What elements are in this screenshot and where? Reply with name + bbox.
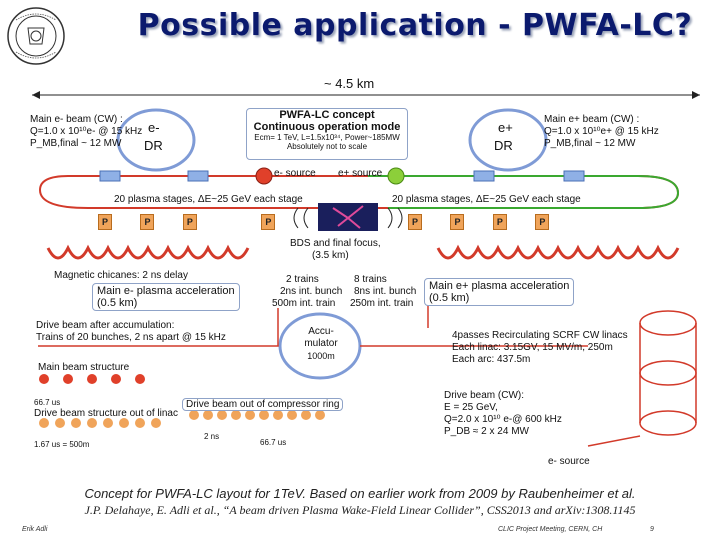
trains-right-2: 8ns int. bunch [354, 286, 417, 297]
e-minus-source-label: e- source [274, 168, 316, 179]
linac-label-3: Each arc: 437.5m [452, 354, 531, 365]
concept-box: PWFA-LC concept Continuous operation mod… [246, 108, 408, 160]
drive-accum-label-2: Trains of 20 bunches, 2 ns apart @ 15 kH… [36, 332, 226, 343]
drive-out-linac-label: Drive beam structure out of linac [34, 408, 178, 419]
pwfa-lc-layout-diagram: ~ 4.5 km PWFA-LC concept Continuous oper… [28, 68, 704, 476]
left-dr-label-1: e- [148, 120, 160, 135]
chicanes-label: Magnetic chicanes: 2 ns delay [54, 270, 188, 281]
left-stages-label: 20 plasma stages, ΔE~25 GeV each stage [114, 194, 303, 205]
left-main-beam-3: P_MB,final ~ 12 MW [30, 138, 122, 149]
trains-right-3: 250m int. train [350, 298, 414, 309]
linac-label-2: Each linac: 3.15GV, 15 MV/m, 250m [452, 342, 613, 353]
left-plasma-stages: P P P P [98, 212, 276, 230]
diagram-graphics [32, 91, 700, 447]
left-chicanes [46, 244, 250, 260]
slide-title: Possible application - PWFA-LC? [137, 8, 693, 43]
left-accel-box: Main e- plasma acceleration (0.5 km) [92, 283, 240, 311]
e-source-bottom-label: e- source [548, 456, 590, 467]
drive-out-compressor-label: Drive beam out of compressor ring [182, 398, 344, 411]
left-main-beam-1: Main e- beam (CW) : [30, 114, 123, 125]
left-main-beam-2: Q=1.0 x 10¹⁰e- @ 15 kHz [30, 126, 143, 137]
right-stages-label: 20 plasma stages, ΔE~25 GeV each stage [392, 194, 581, 205]
footer-meeting: CLIC Project Meeting, CERN, CH [498, 526, 603, 533]
drive-beam-compressor-dots [189, 410, 325, 420]
right-plasma-stages: P P P P [408, 212, 550, 230]
right-main-beam-1: Main e+ beam (CW) : [544, 114, 640, 125]
right-dr-label-2: DR [494, 138, 513, 153]
compressor-period: 66.7 us [260, 438, 287, 447]
compressor-spacing: 2 ns [204, 432, 220, 441]
right-main-beam-2: Q=1.0 x 10¹⁰e+ @ 15 kHz [544, 126, 659, 137]
right-main-beam-3: P_MB,final ~ 12 MW [544, 138, 636, 149]
length-label: ~ 4.5 km [324, 76, 375, 91]
drive-beam-label-2: E = 25 GeV, [444, 402, 498, 413]
slide-caption: Concept for PWFA-LC layout for 1TeV. Bas… [84, 486, 636, 501]
trains-left-1: 2 trains [286, 274, 319, 285]
accumulator-label-1: Accu- [308, 326, 334, 337]
e-minus-damping-ring [116, 108, 196, 172]
main-structure-time: 66.7 us [34, 398, 61, 407]
trains-left-3: 500m int. train [272, 298, 336, 309]
bds-label-2: (3.5 km) [312, 250, 349, 261]
accumulator-label-2: mulator [304, 338, 338, 349]
left-dr-label-2: DR [144, 138, 163, 153]
slide-reference: J.P. Delahaye, E. Adli et al., “A beam d… [84, 503, 636, 517]
footer-author: Erik Adli [22, 526, 48, 533]
drive-beam-label-3: Q=2.0 x 10¹⁰ e-@ 600 kHz [444, 414, 562, 425]
drive-beam-label-4: P_DB ≈ 2 x 24 MW [444, 426, 529, 437]
e-plus-source-dot [387, 167, 405, 185]
trains-right-1: 8 trains [354, 274, 387, 285]
e-plus-source-label: e+ source [338, 168, 383, 179]
trains-left-2: 2ns int. bunch [280, 286, 343, 297]
main-beam-structure-dots [39, 374, 145, 384]
drive-out-linac-time: 1.67 us = 500m [34, 440, 90, 449]
accumulator-label-3: 1000m [307, 351, 335, 361]
footer-page-number: 9 [650, 526, 654, 533]
right-dr-label-1: e+ [498, 120, 513, 135]
e-plus-damping-ring [468, 108, 548, 172]
drive-accum-label-1: Drive beam after accumulation: [36, 320, 175, 331]
drive-beam-linac-dots [39, 418, 161, 428]
bds-label-1: BDS and final focus, [290, 238, 381, 249]
university-seal-logo [7, 7, 65, 65]
drive-beam-label-1: Drive beam (CW): [444, 390, 525, 401]
right-accel-box: Main e+ plasma acceleration (0.5 km) [424, 278, 575, 306]
linac-label-1: 4passes Recirculating SCRF CW linacs [452, 330, 628, 341]
main-structure-label: Main beam structure [38, 362, 130, 373]
right-chicanes [436, 244, 680, 260]
e-minus-source-dot [255, 167, 273, 185]
